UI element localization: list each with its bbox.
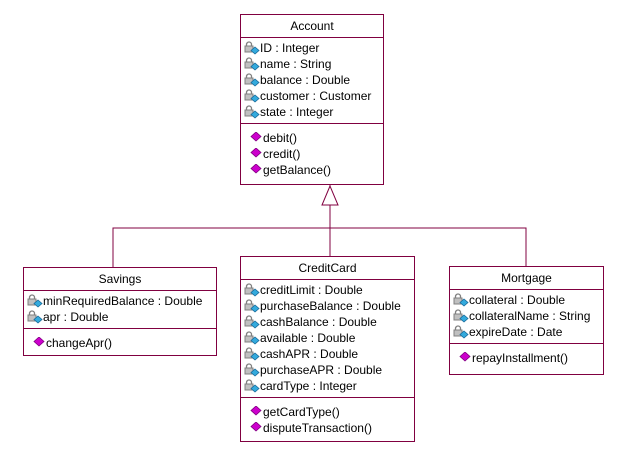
- attribute-row[interactable]: purchaseAPR : Double: [244, 362, 414, 378]
- attribute-row[interactable]: state : Integer: [244, 104, 383, 120]
- operation-list: debit() credit() getBalance(): [241, 123, 383, 181]
- attribute-text: apr : Double: [43, 310, 109, 324]
- attribute-text: state : Integer: [260, 105, 334, 119]
- operation-list: repayInstallment(): [450, 343, 603, 369]
- class-name: Mortgage: [450, 267, 603, 290]
- private-attribute-icon: [244, 379, 260, 393]
- attribute-text: cashAPR : Double: [260, 347, 359, 361]
- class-account[interactable]: Account ID : Integer name : String balance…: [240, 14, 384, 185]
- operation-text: credit(): [263, 147, 301, 161]
- attribute-text: ID : Integer: [260, 41, 320, 55]
- operation-text: getBalance(): [263, 163, 332, 177]
- private-attribute-icon: [244, 283, 260, 297]
- attribute-row[interactable]: purchaseBalance : Double: [244, 298, 414, 314]
- attribute-row[interactable]: collateralName : String: [453, 308, 603, 324]
- attribute-list: ID : Integer name : String balance : Doubl…: [241, 38, 383, 123]
- attribute-text: minRequiredBalance : Double: [43, 294, 203, 308]
- private-attribute-icon: [244, 331, 260, 345]
- operation-row[interactable]: changeApr(): [27, 335, 216, 351]
- operation-text: changeApr(): [46, 336, 113, 350]
- private-attribute-icon: [244, 315, 260, 329]
- attribute-row[interactable]: minRequiredBalance : Double: [27, 293, 216, 309]
- class-name: Account: [241, 15, 383, 38]
- attribute-row[interactable]: cardType : Integer: [244, 378, 414, 394]
- operation-text: getCardType(): [263, 405, 340, 419]
- class-creditcard[interactable]: CreditCard creditLimit : Double purchaseB…: [240, 256, 415, 442]
- private-attribute-icon: [453, 309, 469, 323]
- operation-row[interactable]: repayInstallment(): [453, 350, 603, 366]
- private-attribute-icon: [244, 363, 260, 377]
- class-savings[interactable]: Savings minRequiredBalance : Double apr :…: [23, 267, 217, 356]
- operation-row[interactable]: debit(): [244, 130, 383, 146]
- attribute-text: purchaseAPR : Double: [260, 363, 383, 377]
- attribute-row[interactable]: ID : Integer: [244, 40, 383, 56]
- attribute-list: minRequiredBalance : Double apr : Double: [24, 291, 216, 328]
- private-attribute-icon: [27, 310, 43, 324]
- attribute-list: creditLimit : Double purchaseBalance : Do…: [241, 280, 414, 397]
- private-attribute-icon: [244, 73, 260, 87]
- attribute-text: creditLimit : Double: [260, 283, 363, 297]
- operation-row[interactable]: getCardType(): [244, 404, 414, 420]
- private-attribute-icon: [244, 105, 260, 119]
- private-attribute-icon: [453, 293, 469, 307]
- public-operation-icon: [250, 422, 262, 432]
- attribute-text: customer : Customer: [260, 89, 372, 103]
- attribute-row[interactable]: available : Double: [244, 330, 414, 346]
- attribute-row[interactable]: cashBalance : Double: [244, 314, 414, 330]
- attribute-row[interactable]: apr : Double: [27, 309, 216, 325]
- private-attribute-icon: [244, 299, 260, 313]
- attribute-text: purchaseBalance : Double: [260, 299, 401, 313]
- attribute-text: available : Double: [260, 331, 356, 345]
- attribute-row[interactable]: collateral : Double: [453, 292, 603, 308]
- public-operation-icon: [250, 406, 262, 416]
- class-mortgage[interactable]: Mortgage collateral : Double collateralNa…: [449, 266, 604, 375]
- class-name: Savings: [24, 268, 216, 291]
- public-operation-icon: [459, 352, 471, 362]
- attribute-row[interactable]: name : String: [244, 56, 383, 72]
- attribute-text: collateralName : String: [469, 309, 591, 323]
- public-operation-icon: [250, 164, 262, 174]
- private-attribute-icon: [27, 294, 43, 308]
- attribute-text: cardType : Integer: [260, 379, 357, 393]
- private-attribute-icon: [244, 89, 260, 103]
- private-attribute-icon: [244, 57, 260, 71]
- private-attribute-icon: [453, 325, 469, 339]
- class-name: CreditCard: [241, 257, 414, 280]
- operation-row[interactable]: disputeTransaction(): [244, 420, 414, 436]
- generalization-arrowhead: [321, 184, 339, 206]
- attribute-text: cashBalance : Double: [260, 315, 377, 329]
- attribute-row[interactable]: expireDate : Date: [453, 324, 603, 340]
- operation-row[interactable]: getBalance(): [244, 162, 383, 178]
- attribute-text: expireDate : Date: [469, 325, 563, 339]
- public-operation-icon: [250, 148, 262, 158]
- attribute-row[interactable]: customer : Customer: [244, 88, 383, 104]
- operation-text: debit(): [263, 131, 298, 145]
- private-attribute-icon: [244, 41, 260, 55]
- operation-list: changeApr(): [24, 328, 216, 354]
- attribute-row[interactable]: balance : Double: [244, 72, 383, 88]
- operation-text: repayInstallment(): [472, 351, 569, 365]
- operation-list: getCardType() disputeTransaction(): [241, 397, 414, 439]
- private-attribute-icon: [244, 347, 260, 361]
- attribute-text: name : String: [260, 57, 332, 71]
- operation-row[interactable]: credit(): [244, 146, 383, 162]
- attribute-list: collateral : Double collateralName : Stri…: [450, 290, 603, 343]
- public-operation-icon: [33, 337, 45, 347]
- attribute-text: collateral : Double: [469, 293, 566, 307]
- public-operation-icon: [250, 132, 262, 142]
- attribute-row[interactable]: creditLimit : Double: [244, 282, 414, 298]
- attribute-text: balance : Double: [260, 73, 351, 87]
- operation-text: disputeTransaction(): [263, 421, 372, 435]
- attribute-row[interactable]: cashAPR : Double: [244, 346, 414, 362]
